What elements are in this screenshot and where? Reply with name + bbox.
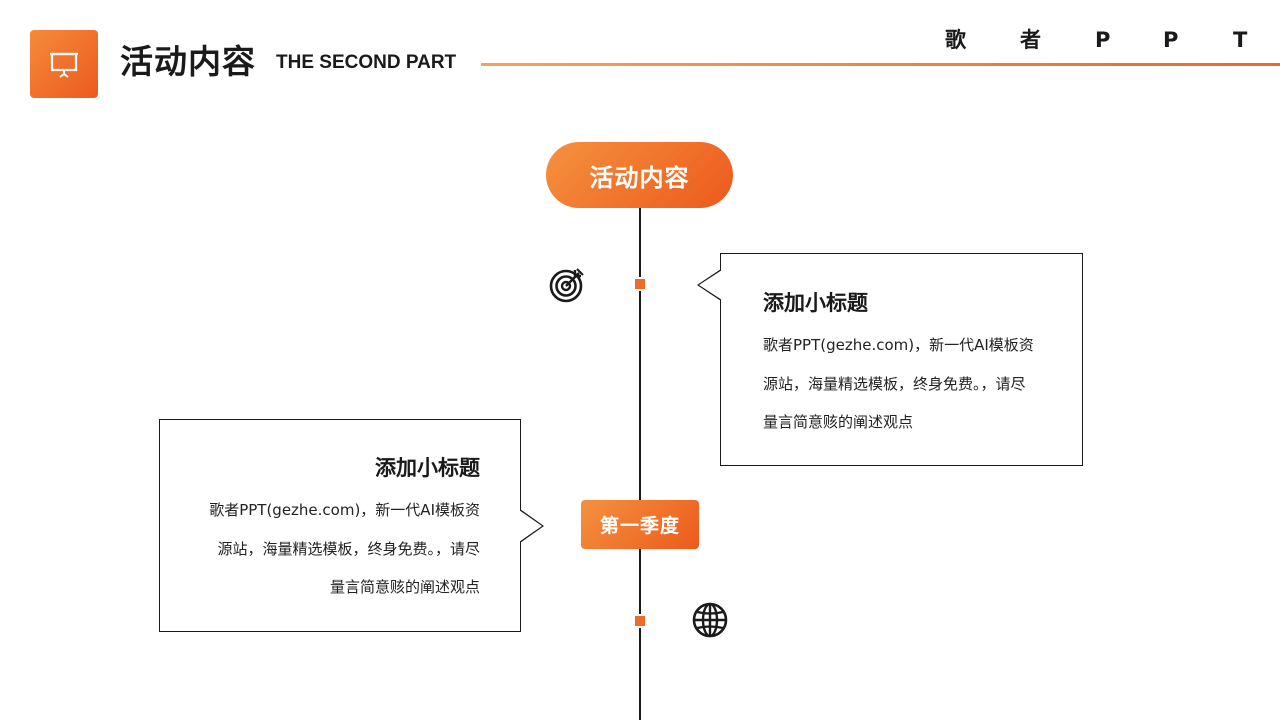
card-body: 歌者PPT(gezhe.com)，新一代AI模板资 源站，海量精选模板，终身免费…	[186, 491, 480, 607]
card-body: 歌者PPT(gezhe.com)，新一代AI模板资 源站，海量精选模板，终身免费…	[763, 326, 1056, 442]
callout-tail-fill	[519, 510, 542, 542]
presentation-board-icon	[50, 52, 78, 78]
card-line: 量言简意赅的阐述观点	[329, 578, 480, 596]
timeline-line	[639, 205, 641, 720]
brand-letter: T	[1233, 28, 1248, 52]
brand-letter: 者	[1020, 28, 1041, 52]
timeline-marker	[633, 277, 647, 291]
target-icon	[549, 268, 584, 303]
card-title: 添加小标题	[763, 291, 868, 315]
callout-card-right: 添加小标题 歌者PPT(gezhe.com)，新一代AI模板资 源站，海量精选模…	[720, 253, 1083, 466]
card-line: 量言简意赅的阐述观点	[763, 413, 914, 431]
section-logo	[30, 30, 98, 98]
globe-icon	[692, 602, 728, 638]
brand-letter: 歌	[945, 28, 966, 52]
brand-letter: P	[1095, 28, 1111, 52]
page-subtitle: THE SECOND PART	[276, 52, 457, 73]
header-divider	[481, 63, 1280, 66]
card-title: 添加小标题	[375, 456, 480, 480]
timeline-title: 活动内容	[546, 142, 733, 208]
page-title: 活动内容	[120, 42, 256, 81]
card-line: 歌者PPT(gezhe.com)，新一代AI模板资	[209, 501, 480, 519]
card-line: 歌者PPT(gezhe.com)，新一代AI模板资	[763, 336, 1034, 354]
timeline-marker	[633, 614, 647, 628]
brand-letter: P	[1163, 28, 1179, 52]
season-label: 第一季度	[581, 500, 699, 549]
card-line: 源站，海量精选模板，终身免费。，请尽	[217, 539, 480, 558]
card-line: 源站，海量精选模板，终身免费。，请尽	[763, 374, 1026, 393]
callout-tail-fill	[699, 270, 722, 300]
callout-card-left: 添加小标题 歌者PPT(gezhe.com)，新一代AI模板资 源站，海量精选模…	[159, 419, 521, 632]
